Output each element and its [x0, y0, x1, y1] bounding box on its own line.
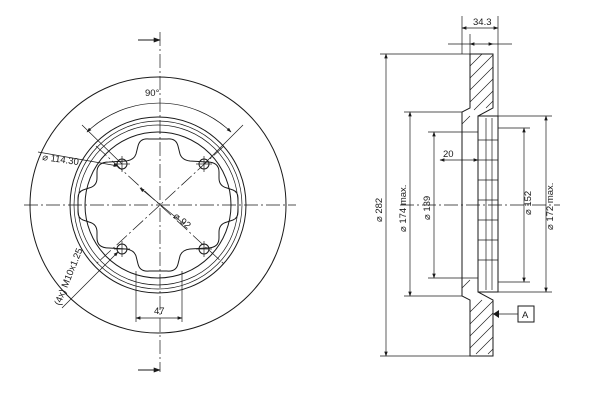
hub-max-label: ⌀ 174 max. — [398, 185, 409, 232]
total-width-label: 34.3 — [473, 17, 492, 28]
hub-label: ⌀ 92 — [171, 211, 193, 232]
angle-label: 90° — [145, 88, 160, 99]
datum-box — [517, 305, 535, 323]
bore-label: ⌀ 139 — [422, 196, 433, 220]
angle-arc — [86, 102, 232, 133]
front-view: 90° ⌀ 114.30 ⌀ 92 (4x) M10x1.25 47 — [24, 32, 296, 373]
inner-label: ⌀ 152 — [523, 191, 534, 215]
section-hatching — [461, 53, 494, 355]
diagonal-centerline — [95, 145, 225, 265]
datum-label: A — [522, 310, 529, 321]
hub-face — [477, 115, 499, 293]
bolt-label: (4x) M10x1.25 — [53, 247, 86, 307]
side-view: 34.3 20 ⌀ 282 ⌀ 174 max. ⌀ 139 ⌀ 152 ⌀ 1 — [374, 16, 560, 357]
inner-max-label: ⌀ 172 max. — [545, 183, 556, 230]
width-label: 47 — [154, 306, 165, 317]
pcd-label: ⌀ 114.30 — [42, 152, 80, 168]
od-label: ⌀ 282 — [374, 198, 385, 222]
hub-flange — [77, 138, 239, 272]
offset-label: 20 — [443, 149, 454, 160]
